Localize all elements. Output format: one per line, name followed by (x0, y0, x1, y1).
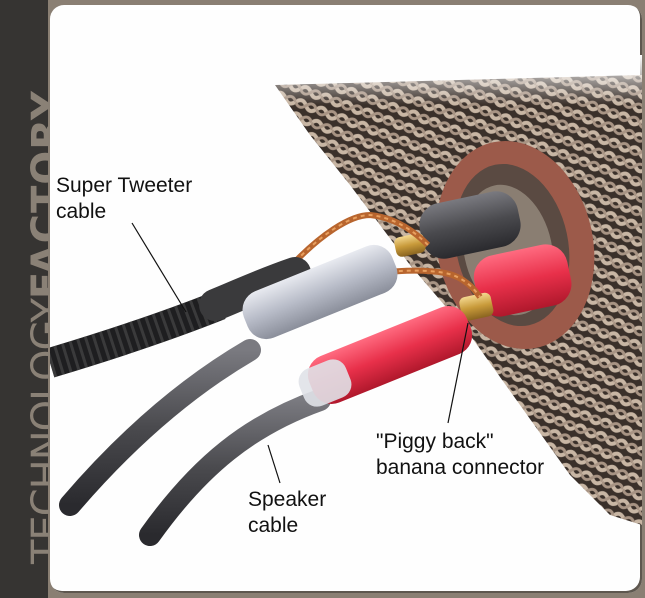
label-line: Speaker (248, 488, 327, 511)
speaker-cable-lower (139, 306, 473, 546)
label-line: Super Tweeter (56, 174, 193, 197)
speaker-connection-illustration (50, 55, 642, 546)
product-photo: Super Tweeter cable "Piggy back" banana … (50, 5, 642, 593)
brand-strip: TECHNOLOGYFACTORY (0, 0, 70, 598)
label-line: "Piggy back" (376, 430, 494, 453)
label-line: banana connector (376, 456, 545, 479)
label-speaker-cable: Speaker cable (248, 487, 326, 539)
super-tweeter-cable (50, 257, 311, 378)
label-super-tweeter-cable: Super Tweeter cable (56, 173, 192, 225)
speaker-cable-upper (59, 244, 398, 516)
label-line: cable (56, 200, 107, 223)
label-line: cable (248, 514, 299, 537)
label-piggy-back-connector: "Piggy back" banana connector (376, 429, 544, 481)
red-banana-connector (459, 244, 572, 321)
annotation-leader-lines (131, 222, 469, 484)
